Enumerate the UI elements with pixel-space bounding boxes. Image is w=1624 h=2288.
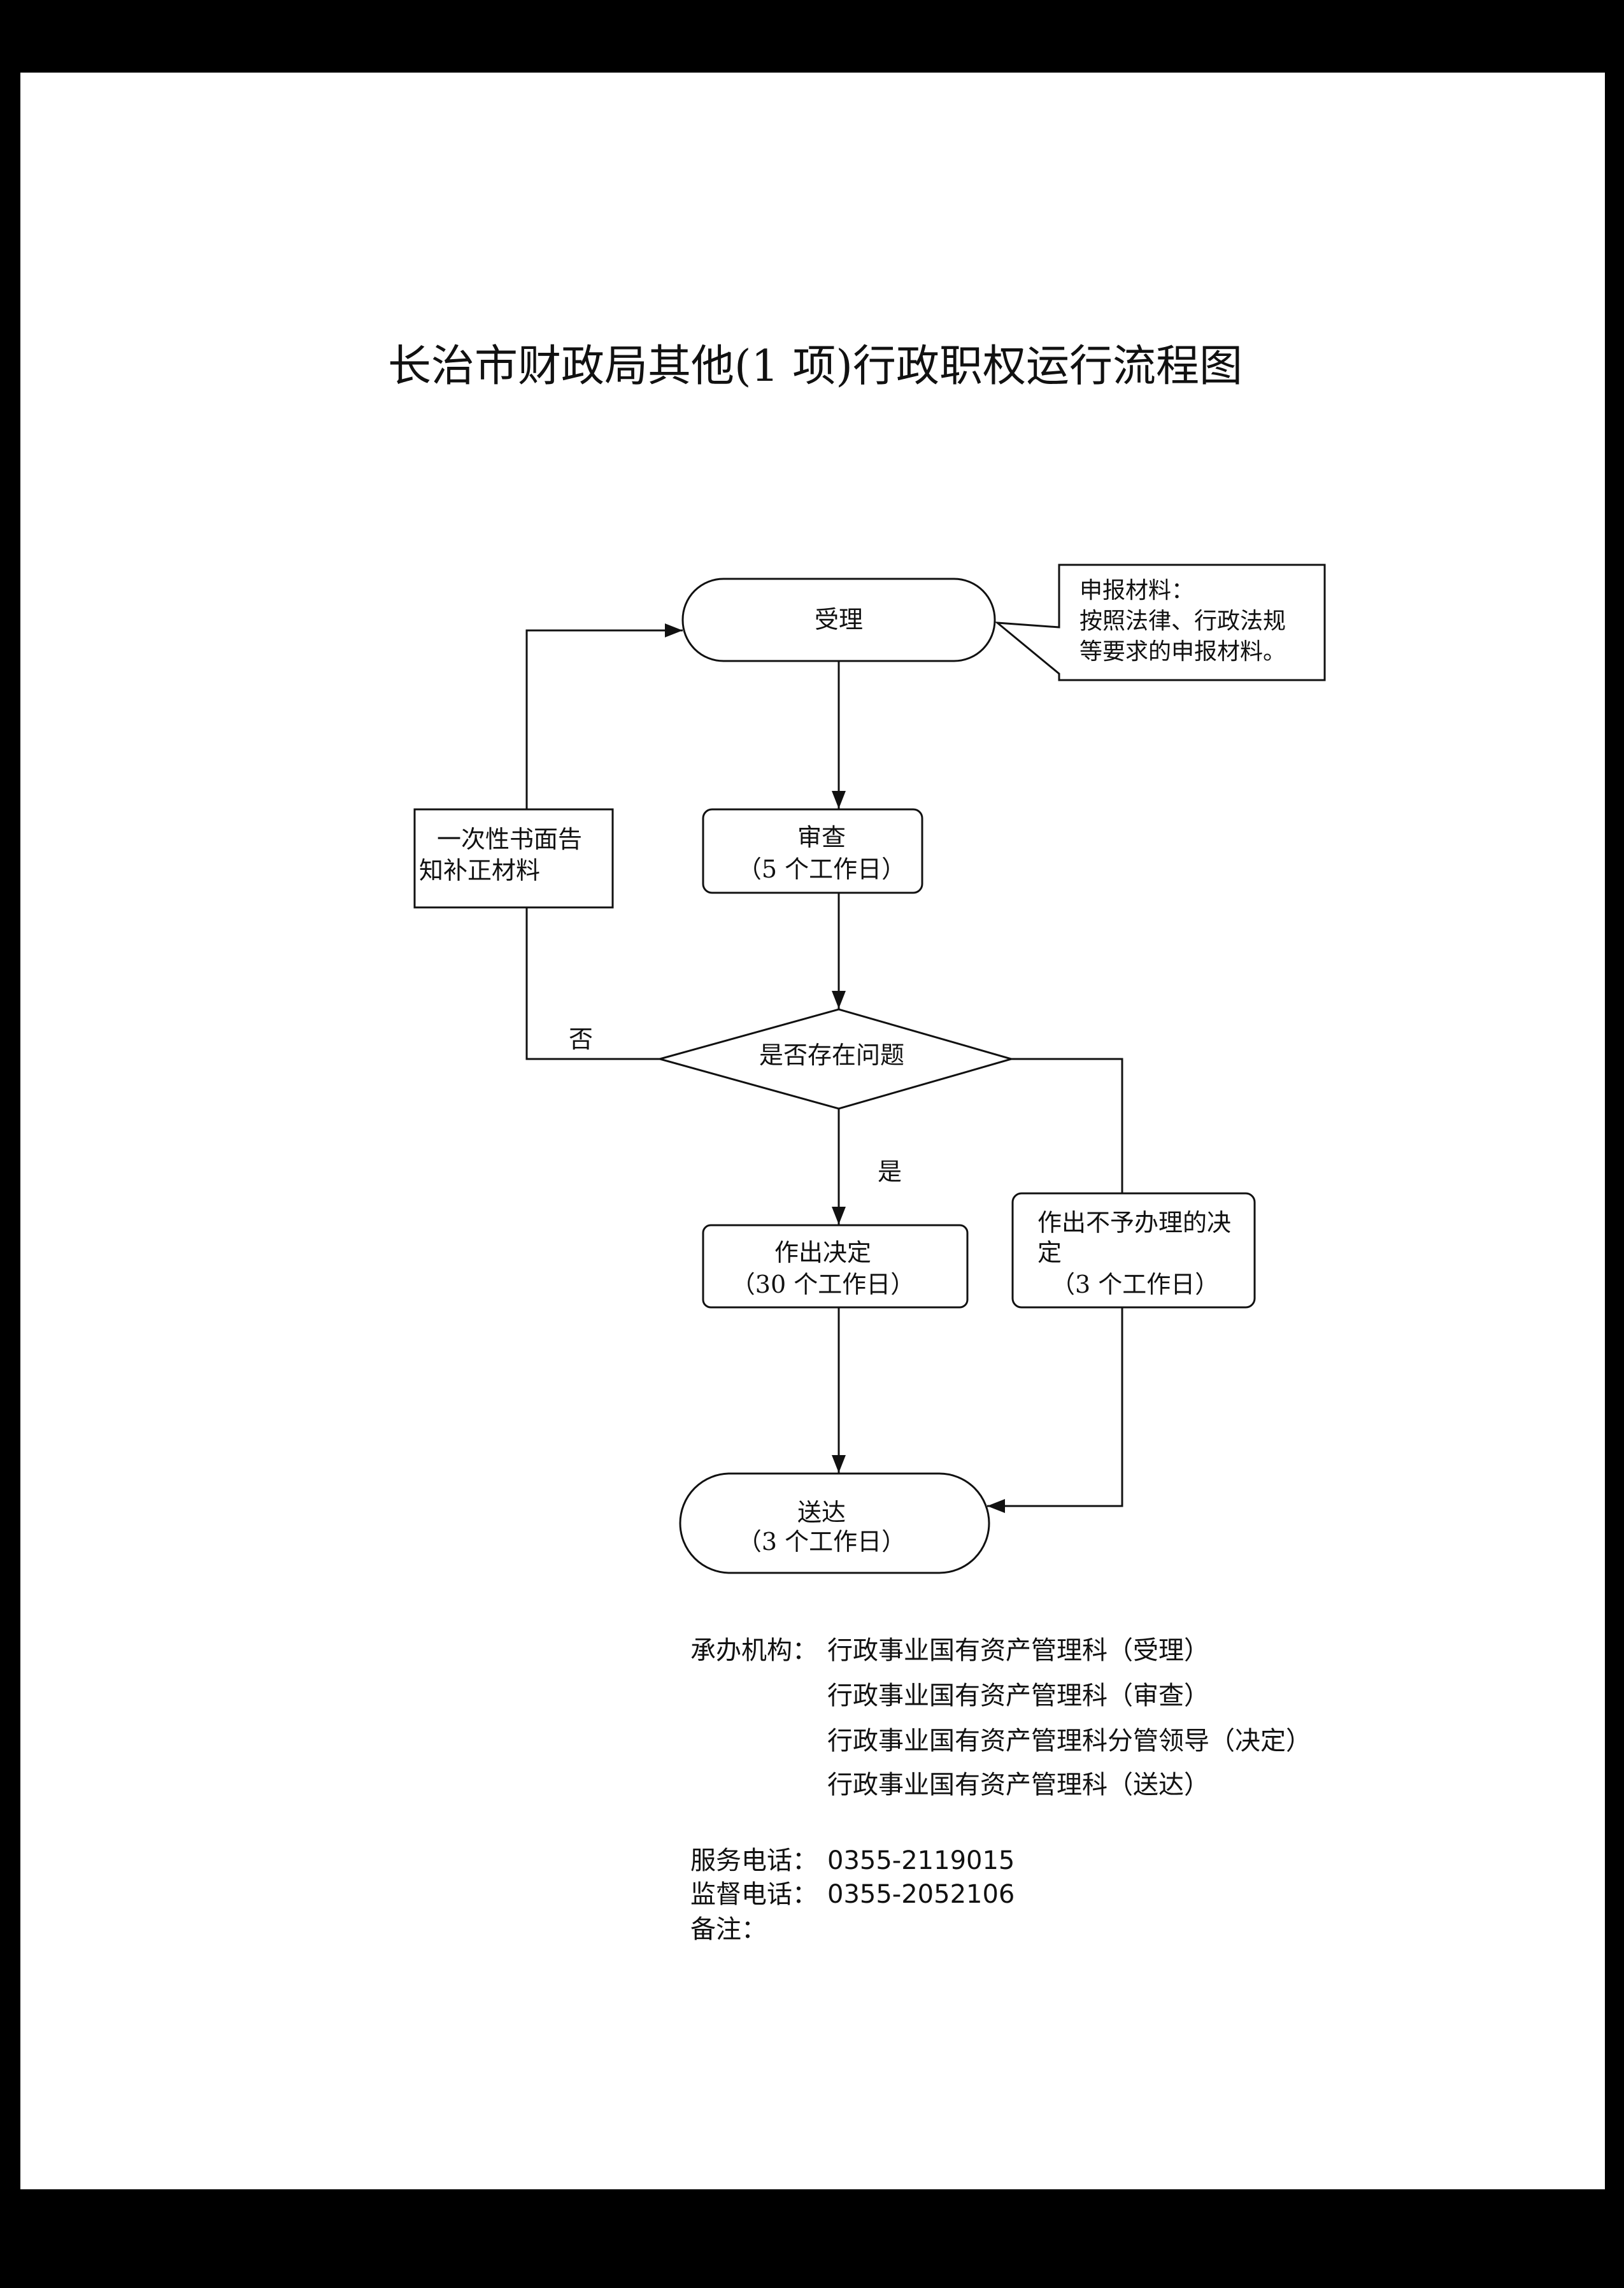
agency-item: 行政事业国有资产管理科（审查） <box>827 1681 1209 1710</box>
node-make-decision-shape <box>702 1224 969 1309</box>
service-phone-number: 0355-2119015 <box>827 1846 1015 1875</box>
node-refuse-decision: 作出不予办理的决 定 （3 个工作日） <box>1011 1192 1256 1309</box>
supervision-phone-label: 监督电话： <box>690 1880 818 1909</box>
callout-materials-note: 申报材料： 按照法律、行政法规 等要求的申报材料。 <box>994 564 1326 681</box>
node-deliver-shape <box>679 1472 990 1574</box>
document-title: 长治市财政局其他(1 项)行政职权运行流程图 <box>388 341 1243 392</box>
node-accept-shape <box>681 578 996 662</box>
node-notify-correction-shape <box>413 808 614 909</box>
callout-materials-line: 申报材料： <box>1079 578 1194 604</box>
agency-label: 承办机构： <box>690 1636 818 1665</box>
node-notify-correction-line: 知补正材料 <box>419 856 540 885</box>
node-refuse-decision-shape <box>1011 1192 1256 1309</box>
line-decision-to-refuse-decision <box>1011 1058 1123 1193</box>
node-refuse-decision-line: 定 <box>1037 1239 1062 1267</box>
agency-item: 行政事业国有资产管理科（送达） <box>827 1770 1209 1800</box>
node-review: 审查 （5 个工作日） <box>702 808 923 894</box>
node-review-label: 审查 <box>797 823 846 851</box>
callout-materials-shape <box>994 564 1326 681</box>
node-accept: 受理 <box>681 578 996 662</box>
arrow-refuse-decision-to-deliver <box>987 1307 1123 1513</box>
agency-item: 行政事业国有资产管理科分管领导（决定） <box>827 1726 1311 1756</box>
node-deliver: 送达 （3 个工作日） <box>679 1472 990 1574</box>
service-phone-label: 服务电话： <box>690 1846 818 1875</box>
node-deliver-label: 送达 <box>797 1498 846 1526</box>
node-deliver-duration: （3 个工作日） <box>737 1528 906 1556</box>
node-refuse-decision-line: 作出不予办理的决 <box>1037 1209 1231 1237</box>
node-review-duration: （5 个工作日） <box>737 855 906 883</box>
paper-sheet <box>20 73 1605 2189</box>
node-notify-correction-line: 一次性书面告 <box>437 825 582 853</box>
node-review-shape <box>702 808 923 894</box>
node-make-decision-duration: （30 个工作日） <box>731 1270 915 1298</box>
flowchart: 受理 申报材料： 按照法律、行政法规 等要求的申报材料。 审查 （5 个工作日）… <box>413 564 1326 1574</box>
remarks-label: 备注： <box>690 1915 767 1944</box>
node-decision-shape <box>656 1008 1015 1110</box>
node-make-decision-label: 作出决定 <box>774 1239 871 1267</box>
callout-materials-line: 等要求的申报材料。 <box>1079 639 1286 665</box>
agency-info: 承办机构： 行政事业国有资产管理科（受理） 行政事业国有资产管理科（审查） 行政… <box>690 1636 1311 1944</box>
node-decision: 是否存在问题 <box>656 1008 1015 1110</box>
supervision-phone-number: 0355-2052106 <box>827 1880 1015 1909</box>
callout-materials-line: 按照法律、行政法规 <box>1079 608 1286 634</box>
node-make-decision: 作出决定 （30 个工作日） <box>702 1224 969 1309</box>
label-no: 否 <box>569 1025 593 1053</box>
node-accept-label: 受理 <box>815 606 863 634</box>
label-yes: 是 <box>878 1158 902 1186</box>
node-refuse-decision-duration: （3 个工作日） <box>1051 1270 1219 1298</box>
agency-item: 行政事业国有资产管理科（受理） <box>827 1636 1209 1665</box>
node-notify-correction: 一次性书面告 知补正材料 <box>413 808 614 909</box>
node-decision-question: 是否存在问题 <box>759 1041 904 1069</box>
